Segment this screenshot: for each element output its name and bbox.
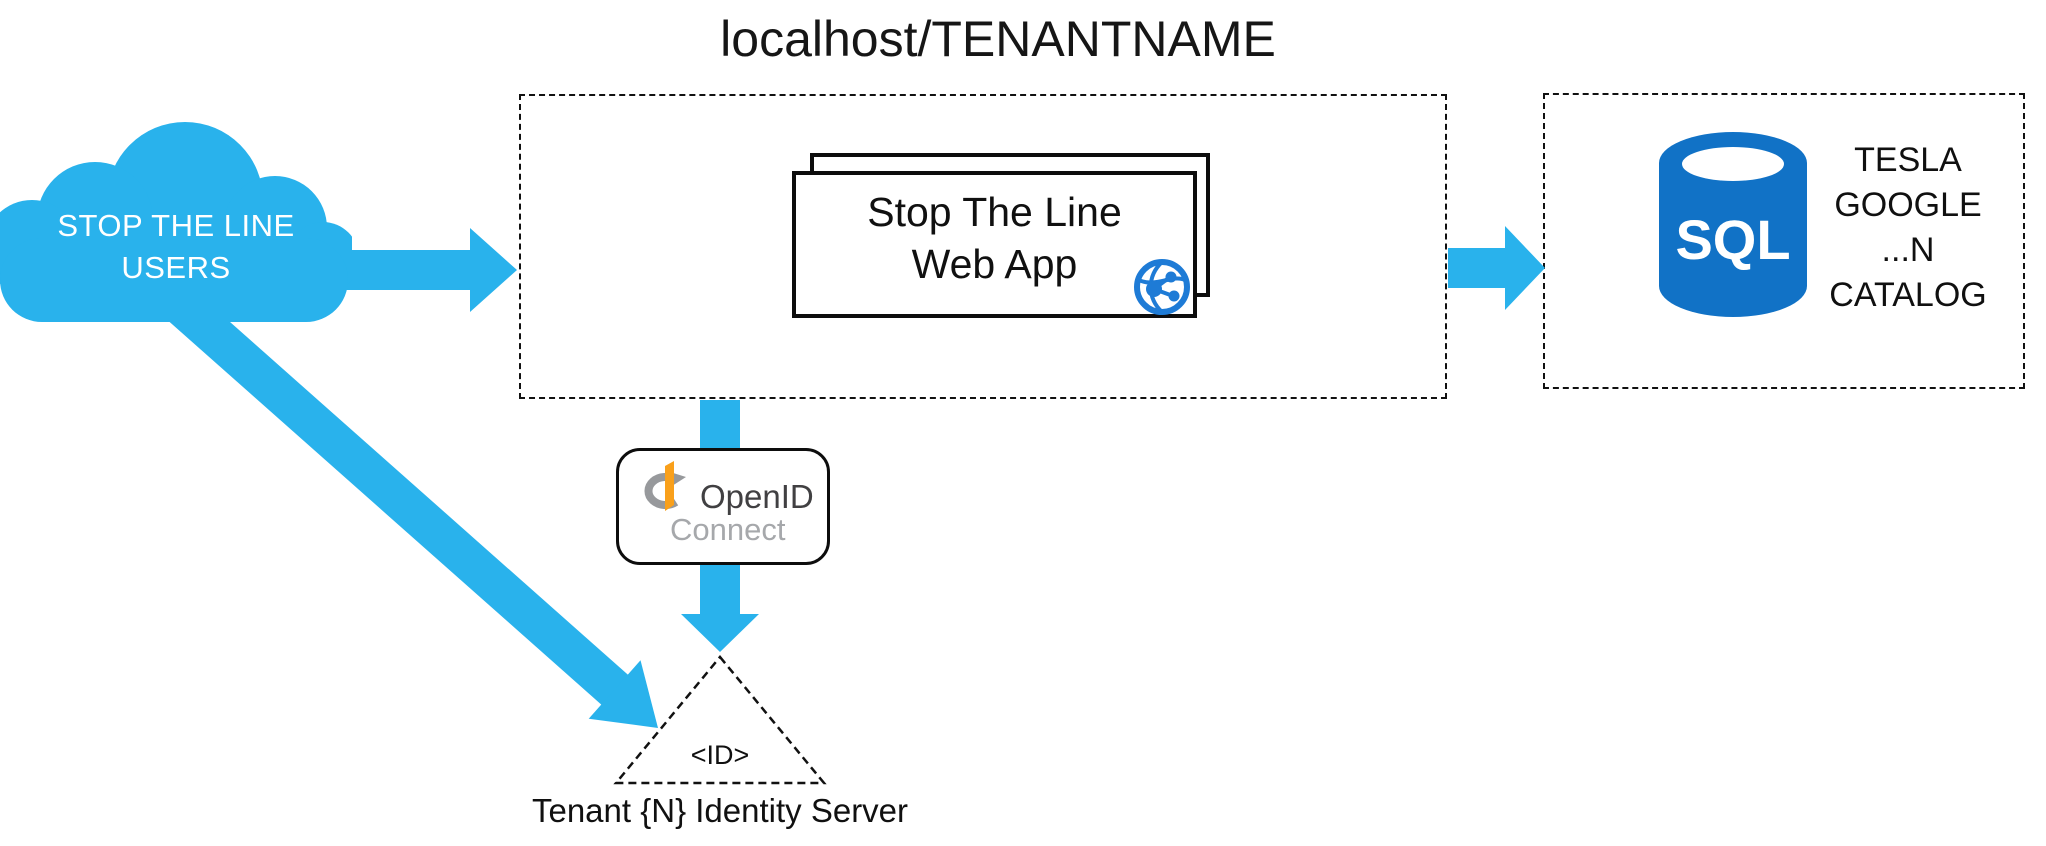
- webapp-label-line2: Web App: [911, 241, 1078, 287]
- catalog-label: TESLA GOOGLE ...N CATALOG: [1790, 138, 2026, 318]
- webapp-boundary-box: [519, 94, 1447, 399]
- identity-triangle: [613, 655, 827, 785]
- catalog-line: TESLA: [1854, 141, 1962, 179]
- users-cloud-label-line2: USERS: [121, 250, 231, 285]
- sql-icon-label: SQL: [1675, 208, 1790, 271]
- users-cloud-label-line1: STOP THE LINE: [57, 208, 295, 243]
- catalog-boundary-box: [1543, 93, 2025, 389]
- identity-triangle-label: <ID>: [690, 740, 750, 770]
- arrow-webapp-to-catalog: [1448, 226, 1545, 310]
- arrow-users-to-identity: [161, 285, 658, 728]
- webapp-label: Stop The Line Web App: [792, 186, 1197, 290]
- openid-logo-icon: [644, 461, 686, 511]
- sql-database-icon: SQL: [1659, 132, 1807, 317]
- identity-server-caption: Tenant {N} Identity Server: [531, 792, 909, 829]
- webapp-card: [792, 171, 1197, 318]
- webapp-label-line1: Stop The Line: [867, 189, 1122, 235]
- arrow-users-to-webapp: [330, 228, 517, 312]
- users-cloud: [0, 122, 352, 322]
- catalog-line: ...N: [1881, 231, 1935, 269]
- openid-label: OpenID: [700, 478, 814, 515]
- catalog-line: CATALOG: [1829, 276, 1987, 314]
- globe-network-icon: [1134, 259, 1190, 315]
- page-title: localhost/TENANTNAME: [720, 11, 1276, 67]
- openid-connect-box: [616, 448, 830, 565]
- catalog-line: GOOGLE: [1834, 186, 1982, 224]
- users-cloud-label: STOP THE LINE USERS: [0, 205, 352, 289]
- openid-connect-label: Connect: [670, 512, 786, 547]
